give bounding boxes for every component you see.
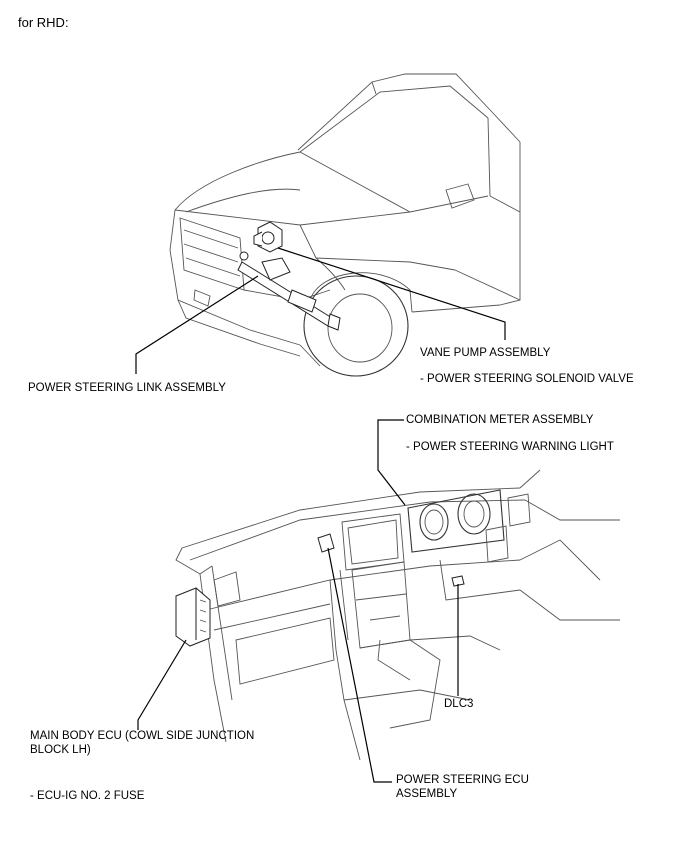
warning-light-label: - POWER STEERING WARNING LIGHT [406, 441, 614, 453]
vane-pump-label: VANE PUMP ASSEMBLY [420, 347, 551, 359]
ps-ecu-leader [327, 547, 392, 783]
combination-meter-leader [377, 419, 406, 506]
solenoid-valve-label: - POWER STEERING SOLENOID VALVE [420, 373, 634, 385]
page-heading: for RHD: [18, 15, 69, 30]
dlc3-label: DLC3 [444, 698, 474, 710]
ecu-components [175, 533, 465, 647]
dashboard-illustration [175, 469, 620, 761]
main-body-ecu-label-line2: BLOCK LH) [30, 744, 91, 756]
main-body-ecu-label-line1: MAIN BODY ECU (COWL SIDE JUNCTION [30, 730, 255, 742]
ps-ecu-label-line2: ASSEMBLY [396, 788, 458, 800]
vehicle-illustration [169, 73, 521, 377]
combination-meter-label: COMBINATION METER ASSEMBLY [406, 414, 594, 426]
link-assembly-leader [135, 275, 259, 374]
vane-pump-leader [277, 247, 506, 340]
ps-ecu-label-line1: POWER STEERING ECU [396, 774, 529, 786]
link-assembly-label: POWER STEERING LINK ASSEMBLY [28, 382, 226, 394]
steering-components [237, 221, 341, 331]
ecu-ig-fuse-label: - ECU-IG NO. 2 FUSE [30, 790, 145, 802]
main-body-ecu-leader [137, 639, 187, 730]
